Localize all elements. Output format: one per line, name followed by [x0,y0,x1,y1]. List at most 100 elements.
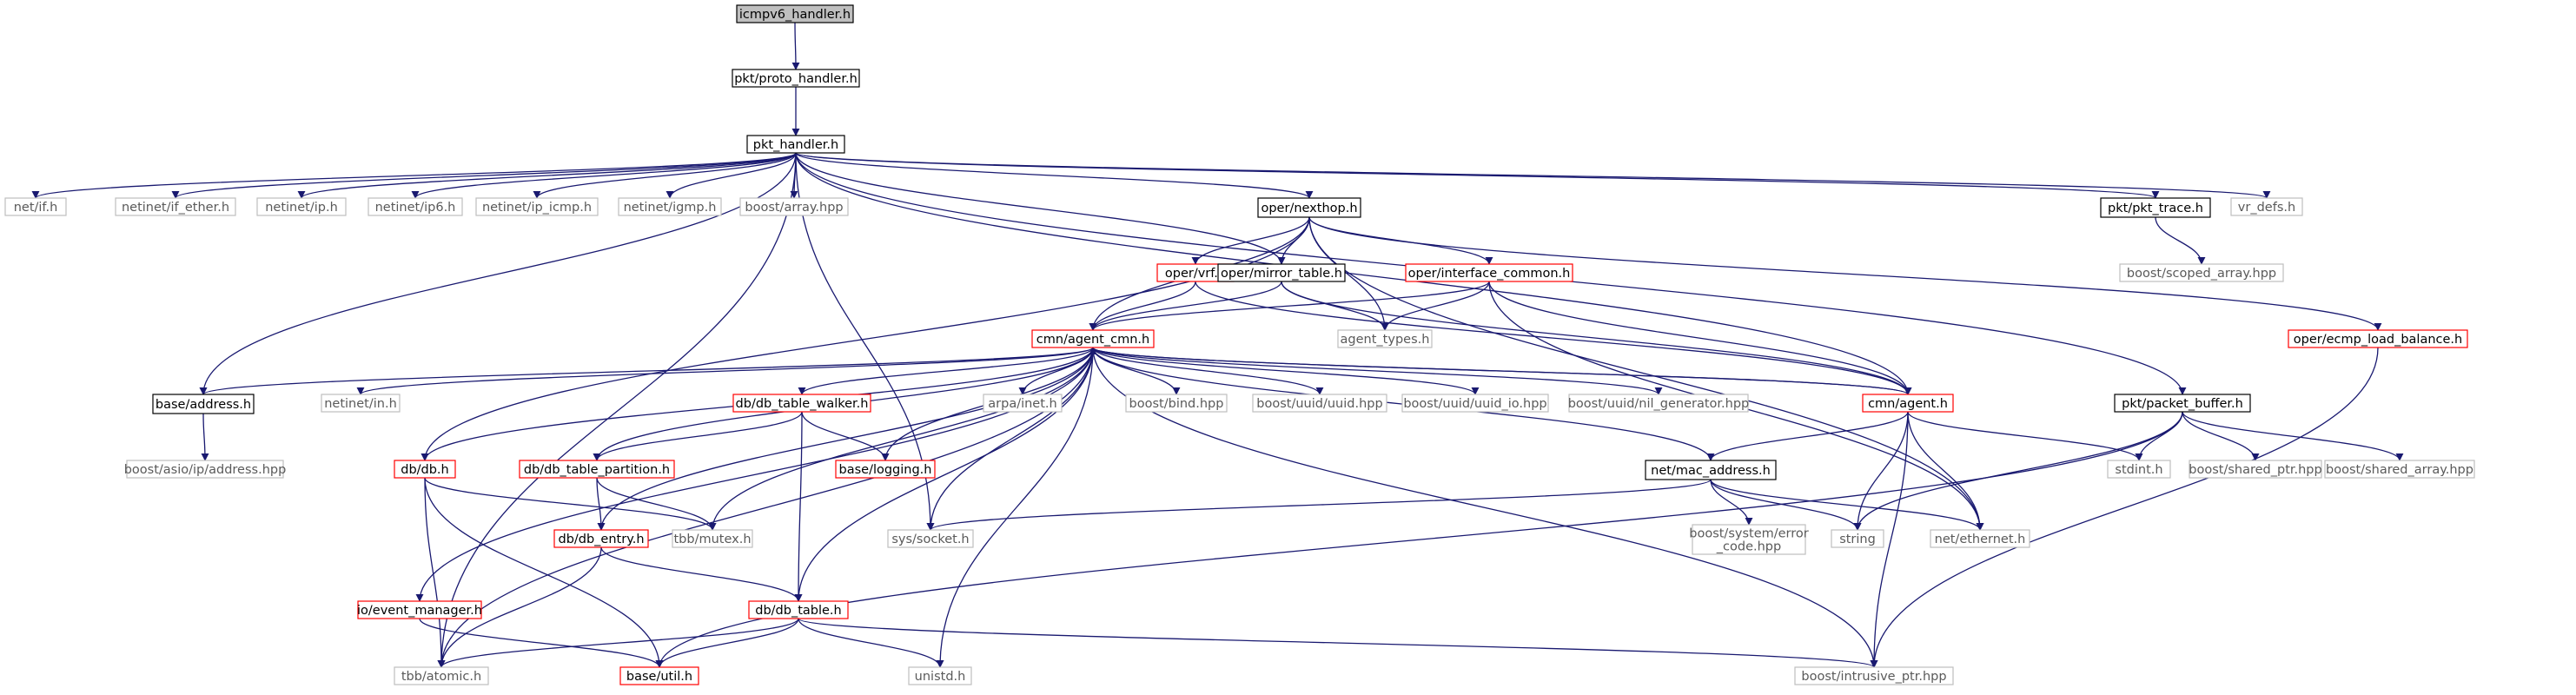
edge-vrf-to-agent_cmn [1089,281,1196,331]
node-nil_generator: boost/uuid/nil_generator.hpp [1568,394,1749,413]
node-intrusive_ptr: boost/intrusive_ptr.hpp [1794,666,1954,685]
node-label: tbb/mutex.h [673,533,751,546]
node-box [732,394,871,413]
node-box [1930,529,2030,548]
node-label: db/db_table_walker.h [736,397,869,411]
node-label: pkt/packet_buffer.h [2122,397,2243,411]
node-label: boost/shared_array.hpp [2326,463,2473,477]
node-db_table[interactable]: db/db_table.h [748,600,849,619]
edge-pkt_handler-to-mirror_table [795,152,1286,265]
edge-packet_buffer-to-shared_array [2182,411,2404,461]
edge-pkt_handler-to-nexthop [795,152,1314,199]
node-db_table_partition[interactable]: db/db_table_partition.h [519,460,675,479]
node-label: oper/interface_common.h [1408,267,1571,281]
node-pkt_trace[interactable]: pkt/pkt_trace.h [2100,197,2211,218]
node-box [1645,460,1777,480]
node-box [887,529,974,548]
node-label: boost/asio/ip/address.hpp [124,463,287,477]
node-label: base/address.h [156,398,251,412]
node-box [1401,394,1549,413]
node-box [983,394,1063,413]
node-db_table_walker[interactable]: db/db_table_walker.h [732,394,871,413]
edge-pkt_trace-to-scoped_array [2155,216,2206,265]
node-label: netinet/ip_icmp.h [482,201,592,215]
node-label: boost/scoped_array.hpp [2127,267,2276,281]
node-packet_buffer[interactable]: pkt/packet_buffer.h [2114,394,2251,413]
node-base_util[interactable]: base/util.h [619,666,699,685]
node-icmpv6_handler[interactable]: icmpv6_handler.h [736,4,854,23]
edge-agent_cmn-to-unistd [936,347,1094,668]
node-box [835,460,936,479]
edge-ecmp_load_balance-to-intrusive_ptr [1870,347,2379,668]
node-agent_types: agent_types.h [1337,329,1433,348]
node-label: db/db_table_partition.h [524,463,670,477]
edge-db_table_walker-to-db_table_partition [593,411,803,461]
node-agent_cmn[interactable]: cmn/agent_cmn.h [1031,329,1155,348]
node-asio_address: boost/asio/ip/address.hpp [124,460,287,479]
node-box [1568,394,1749,413]
node-label: pkt/pkt_trace.h [2108,202,2203,215]
node-ip: netinet/ip.h [256,197,347,216]
edge-packet_buffer-to-string [1853,411,2183,531]
edge-mac_address-to-error_code [1710,479,1753,526]
edge-agent_cmn-to-sys_socket [926,347,1094,531]
node-interface_common[interactable]: oper/interface_common.h [1405,263,1573,282]
edge-db_table_walker-to-db_table [794,411,803,602]
edge-packet_buffer-to-shared_ptr [2182,411,2260,461]
node-label: io/event_manager.h [357,604,482,618]
edge-nexthop-to-db_h [421,216,1310,461]
edge-interface_common-to-agent_types [1381,281,1490,331]
node-box [1125,394,1228,413]
node-tbb_mutex: tbb/mutex.h [672,529,753,548]
node-db_h[interactable]: db/db.h [394,460,456,479]
edge-pkt_handler-to-pkt_trace [795,152,2159,199]
node-label: oper/ecmp_load_balance.h [2294,333,2462,347]
node-box [475,197,599,216]
node-proto_handler[interactable]: pkt/proto_handler.h [732,69,860,88]
node-pkt_handler[interactable]: pkt_handler.h [746,135,845,154]
node-label: sys/socket.h [891,533,969,546]
node-label: vr_defs.h [2238,201,2295,215]
edge-db_table_partition-to-db_entry [596,477,606,531]
node-box [1337,329,1433,348]
edge-db_table-to-intrusive_ptr [798,618,1878,668]
node-unistd: unistd.h [908,666,972,685]
node-box [908,666,972,685]
edge-agent_cmn-to-nil_generator [1092,347,1663,395]
edge-nexthop-to-ecmp_load_balance [1308,216,2382,331]
edge-pkt_handler-to-ip [297,152,797,199]
node-box [1794,666,1954,685]
node-mirror_table[interactable]: oper/mirror_table.h [1217,263,1346,282]
edge-pkt_handler-to-igmp [666,152,797,199]
node-box [2230,197,2303,216]
node-cmn_agent[interactable]: cmn/agent.h [1862,394,1954,413]
node-label: oper/vrf.h [1165,267,1226,281]
node-mac_address[interactable]: net/mac_address.h [1645,460,1777,480]
edge-mac_address-to-string [1710,479,1862,531]
node-netinet_in: netinet/in.h [321,394,401,413]
node-net_if: net/if.h [4,197,67,216]
node-box [1862,394,1954,413]
node-box [2189,460,2322,479]
node-label: db/db_table.h [755,604,841,618]
node-ecmp_load_balance[interactable]: oper/ecmp_load_balance.h [2288,329,2468,348]
node-scoped_array: boost/scoped_array.hpp [2119,263,2284,282]
node-base_logging[interactable]: base/logging.h [835,460,936,479]
node-label: netinet/ip6.h [375,201,456,215]
node-base_address[interactable]: base/address.h [152,394,255,414]
edge-db_table-to-base_util [655,618,799,668]
node-label: agent_types.h [1341,333,1430,347]
edge-cmn_agent-to-net_ethernet [1907,411,1984,531]
node-label: db/db_entry.h [558,533,644,546]
node-db_entry[interactable]: db/db_entry.h [553,529,649,548]
edge-interface_common-to-cmn_agent [1488,281,1912,395]
edges [31,22,2404,668]
node-nexthop[interactable]: oper/nexthop.h [1257,197,1361,218]
edge-pkt_handler-to-vr_defs [795,152,2270,199]
node-box [368,197,463,216]
node-vrf[interactable]: oper/vrf.h [1156,263,1235,282]
node-event_manager[interactable]: io/event_manager.h [357,600,482,619]
node-label: string [1839,533,1876,546]
edge-agent_cmn-to-event_manager [415,347,1094,602]
